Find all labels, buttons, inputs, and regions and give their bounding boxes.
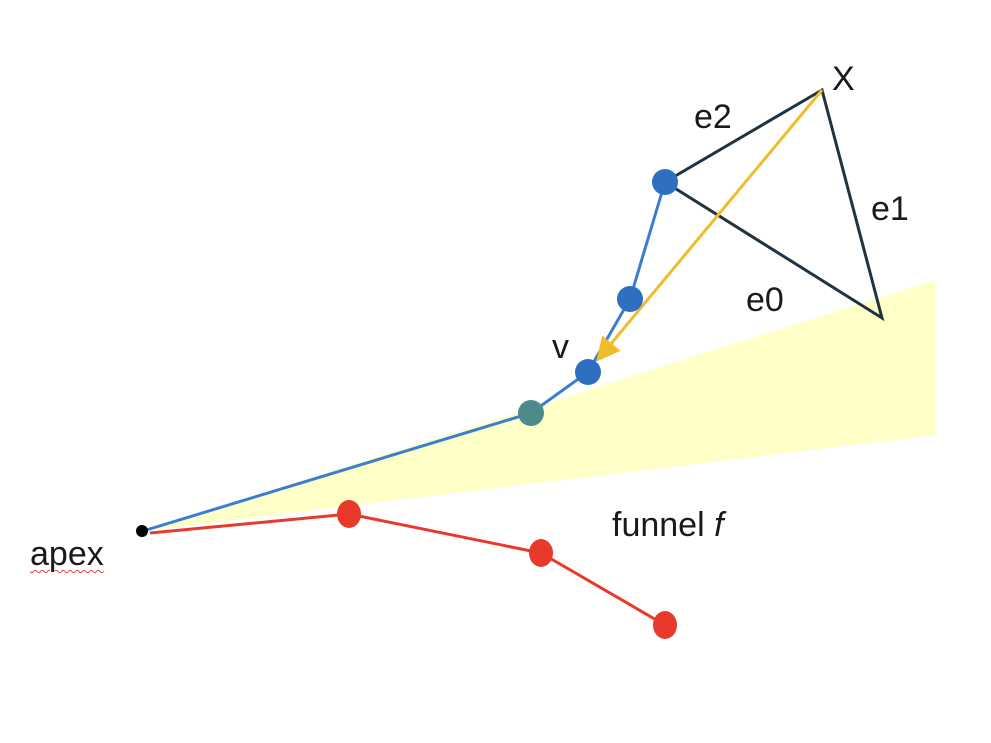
label-apex: apex (30, 535, 104, 573)
apex-point (136, 525, 148, 537)
direction-arrow (596, 89, 824, 362)
label-e1: e1 (871, 190, 909, 228)
label-v: v (552, 328, 569, 366)
label-funnel: funnel f (612, 508, 724, 542)
funnel-word: funnel (612, 506, 705, 544)
left-node (652, 169, 678, 195)
label-e2: e2 (694, 98, 732, 136)
label-x: X (832, 60, 855, 98)
left-node (518, 400, 544, 426)
label-e0: e0 (746, 281, 784, 319)
left-node-v (575, 359, 601, 385)
right-node (337, 500, 361, 528)
right-chain (149, 512, 666, 627)
left-node (617, 286, 643, 312)
right-node (653, 611, 677, 639)
funnel-variable: f (714, 506, 724, 544)
right-node (529, 539, 553, 567)
triangle-edges (664, 87, 885, 322)
